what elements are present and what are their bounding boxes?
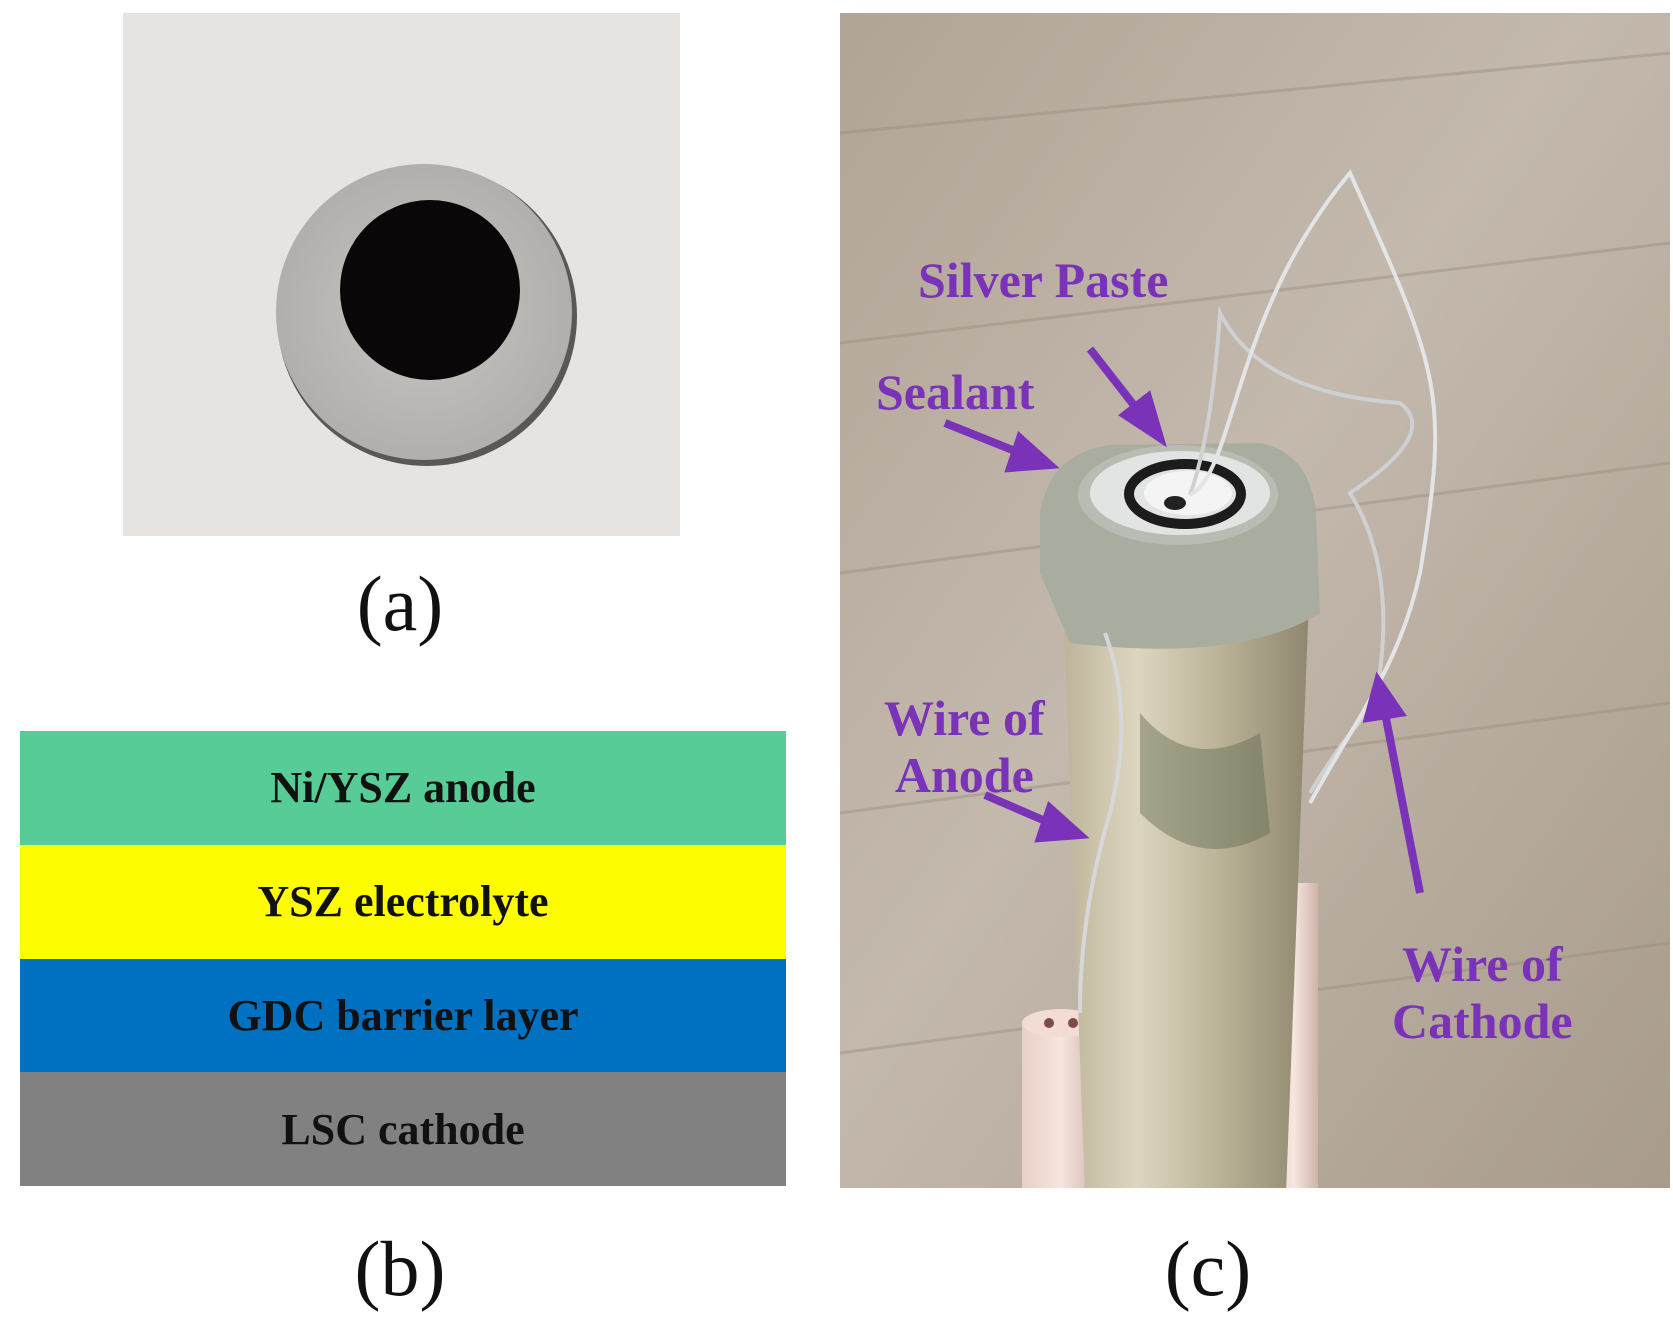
cathode-wire-loop [1189,169,1438,804]
silver-paste-area [1144,471,1232,515]
support-tube [1062,573,1310,1188]
annotation-sealant: Sealant [876,364,1035,420]
panel-a-label: (a) [356,560,444,647]
panel-b-label: (b) [354,1225,446,1312]
annotation-wire-of-cathode-line1: Wire of [1401,936,1563,992]
arrow-wire-anode-head [1034,800,1090,843]
silver-paste-ring [1124,459,1246,529]
annotation-wire-of-cathode-line2: Cathode [1392,992,1573,1049]
annotation-wire-of-anode-line2: Anode [894,746,1034,803]
arrow-silver-paste-head [1118,390,1167,448]
annotation-wire-of-anode-line1: Wire of [884,690,1045,746]
panel-c-setup-photo [840,13,1670,1188]
arrow-silver-paste [1086,346,1144,416]
rod-hole [1044,1018,1054,1028]
test-setup-image [840,13,1670,1188]
button-cell-image [123,13,680,536]
layer-cathode: LSC cathode [20,1072,786,1186]
arrow-sealant [943,419,1022,457]
arrow-wire-anode [983,791,1052,827]
layer-electrolyte: YSZ electrolyte [20,844,786,959]
cathode-spot [340,200,520,380]
layer-barrier: GDC barrier layer [20,958,786,1073]
panel-c-label: (c) [1164,1225,1252,1312]
panel-a-cell-photo [123,13,680,536]
rod-hole [1068,1018,1078,1028]
annotation-arrows [943,346,1424,894]
tube-stain [1140,713,1270,849]
arrow-wire-cathode-head [1362,671,1407,723]
contact-spot [1164,496,1186,510]
annotation-wire-of-anode: Wire of Anode [884,690,1045,803]
annotation-silver-paste: Silver Paste [918,252,1169,308]
layer-anode: Ni/YSZ anode [20,731,786,845]
anode-wire [1078,632,1124,1014]
arrow-wire-cathode [1381,712,1424,894]
arrow-sealant-head [1004,430,1060,473]
layer-stack-diagram: Ni/YSZ anode YSZ electrolyte GDC barrier… [20,731,786,1186]
annotation-wire-of-cathode: Wire of Cathode [1392,936,1573,1049]
